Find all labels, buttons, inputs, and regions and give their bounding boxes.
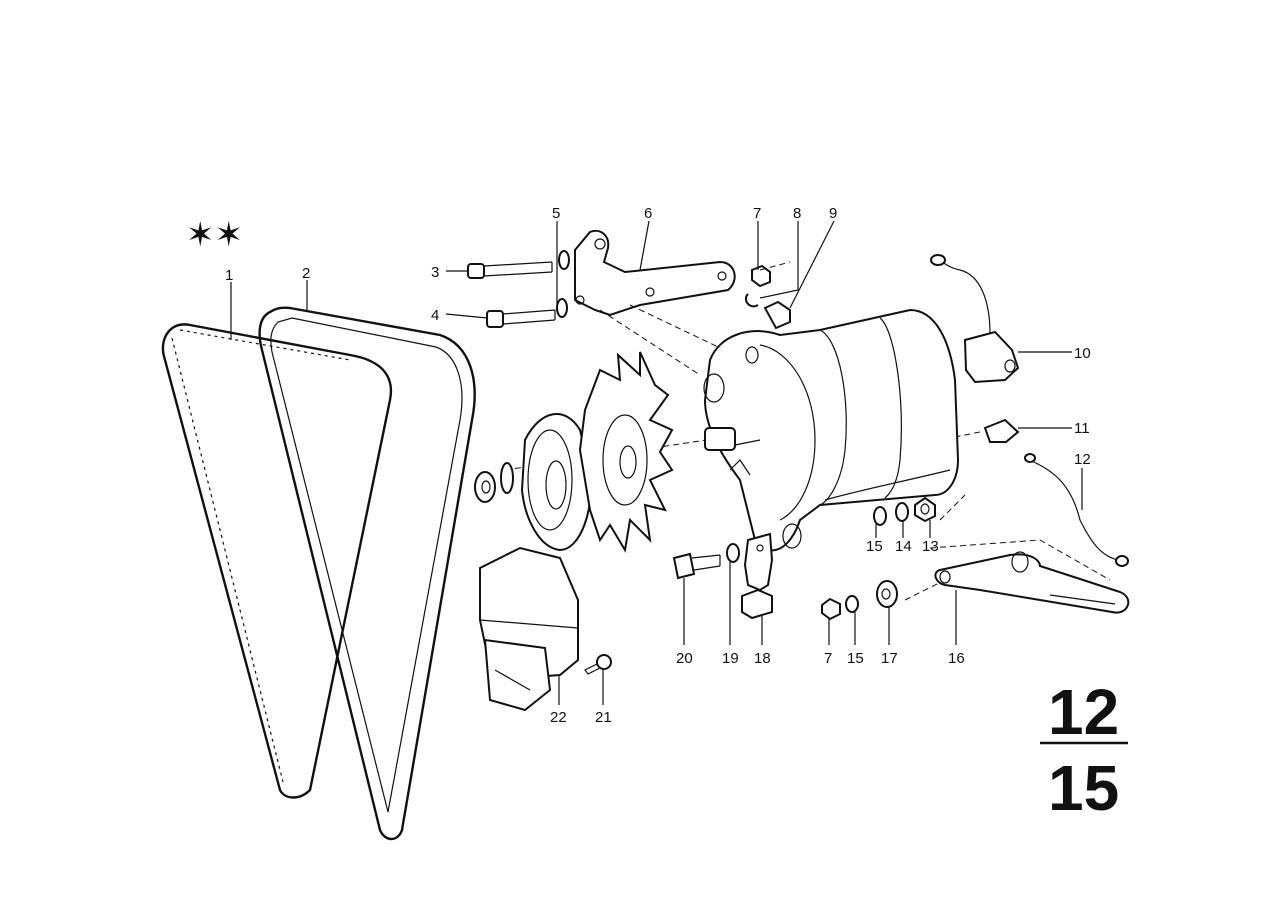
regulator-10 bbox=[930, 254, 1020, 384]
callout-15-lower: 15 bbox=[847, 650, 864, 667]
bracket-6 bbox=[574, 229, 736, 317]
cable-12 bbox=[1024, 453, 1129, 567]
nut-7-lower bbox=[821, 597, 841, 621]
callout-5: 5 bbox=[552, 205, 560, 222]
plug-11 bbox=[983, 418, 1020, 443]
bolt-4 bbox=[486, 309, 556, 328]
group-number-top: 12 bbox=[1048, 676, 1119, 748]
bolt-20 bbox=[672, 552, 721, 580]
washer-17 bbox=[876, 580, 898, 608]
washer-15-lower bbox=[845, 595, 859, 613]
washer-15-upper bbox=[873, 506, 887, 526]
callout-22: 22 bbox=[550, 709, 567, 726]
callout-18: 18 bbox=[754, 650, 771, 667]
callout-12: 12 bbox=[1074, 451, 1091, 468]
callout-1: 1 bbox=[225, 267, 233, 284]
washer-5 bbox=[556, 250, 570, 318]
callout-21: 21 bbox=[595, 709, 612, 726]
nut-part-left bbox=[474, 462, 514, 503]
callout-4: 4 bbox=[431, 307, 439, 324]
alternator bbox=[703, 308, 960, 552]
regulator-box-22 bbox=[479, 546, 579, 712]
washer-19 bbox=[726, 543, 740, 563]
callout-9: 9 bbox=[829, 205, 837, 222]
callout-labels: 1 2 3 4 5 6 7 8 9 10 11 12 13 14 15 16 1… bbox=[225, 205, 1091, 726]
callout-15-upper: 15 bbox=[866, 538, 883, 555]
callout-13: 13 bbox=[922, 538, 939, 555]
callout-3: 3 bbox=[431, 264, 439, 281]
pulley bbox=[520, 413, 592, 552]
callout-7-lower: 7 bbox=[824, 650, 832, 667]
callout-2: 2 bbox=[302, 265, 310, 282]
callout-20: 20 bbox=[676, 650, 693, 667]
callout-7-top: 7 bbox=[753, 205, 761, 222]
tensioner-bar-16 bbox=[934, 551, 1130, 614]
fan bbox=[578, 351, 674, 553]
nut-13 bbox=[914, 496, 936, 523]
nut-7-top bbox=[751, 264, 771, 288]
sleeve-9 bbox=[763, 300, 791, 330]
callout-14: 14 bbox=[895, 538, 912, 555]
callout-11: 11 bbox=[1074, 420, 1090, 437]
callout-6: 6 bbox=[644, 205, 652, 222]
washer-14 bbox=[895, 502, 909, 522]
callout-17: 17 bbox=[881, 650, 898, 667]
belt-1 bbox=[161, 323, 393, 799]
bracket-18 bbox=[741, 532, 774, 620]
screw-21 bbox=[584, 654, 612, 675]
clip-8 bbox=[744, 293, 759, 308]
callout-16: 16 bbox=[948, 650, 965, 667]
leader-lines bbox=[230, 220, 1083, 705]
callout-8: 8 bbox=[793, 205, 801, 222]
group-number: 12 15 bbox=[1040, 676, 1128, 824]
callout-19: 19 bbox=[722, 650, 739, 667]
stars-marker: ✶✶ bbox=[186, 215, 243, 255]
group-number-bottom: 15 bbox=[1048, 752, 1119, 824]
callout-10: 10 bbox=[1074, 345, 1091, 362]
belt-2 bbox=[258, 306, 476, 841]
bolt-3 bbox=[467, 261, 553, 279]
